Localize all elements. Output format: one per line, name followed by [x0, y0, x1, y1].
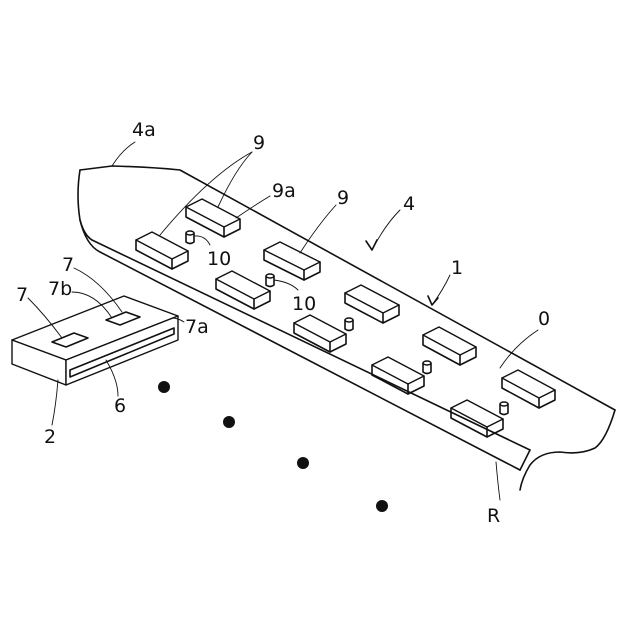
pocket	[345, 285, 399, 323]
pocket	[186, 199, 240, 237]
pin	[186, 231, 194, 244]
label-9a: 9a	[272, 180, 296, 202]
pocket	[502, 370, 555, 408]
leader-R	[496, 462, 500, 500]
leader-9a	[236, 196, 270, 218]
holder	[12, 296, 178, 385]
pin	[345, 318, 353, 331]
leader-9-a	[218, 152, 252, 207]
arrow-4	[372, 210, 400, 250]
plate-left-end	[78, 170, 92, 240]
label-10-mid: 10	[292, 293, 316, 315]
ellipsis-dots	[158, 381, 388, 512]
pin	[500, 402, 508, 415]
dot	[223, 416, 235, 428]
label-4: 4	[403, 193, 415, 215]
label-7-left: 7	[16, 284, 28, 306]
pocket	[136, 232, 188, 269]
arrow-1	[432, 275, 450, 305]
label-4a: 4a	[132, 119, 156, 141]
dot	[158, 381, 170, 393]
label-7-top: 7	[62, 254, 74, 276]
pin	[266, 274, 274, 287]
pocket	[423, 327, 476, 365]
pin	[423, 361, 431, 374]
label-1: 1	[451, 257, 463, 279]
label-R: R	[487, 505, 500, 527]
pocket	[372, 357, 424, 394]
dot	[376, 500, 388, 512]
label-6: 6	[114, 395, 126, 417]
dot	[297, 457, 309, 469]
label-9-mid: 9	[337, 187, 349, 209]
pocket	[451, 400, 503, 437]
leader-10-mid	[274, 280, 298, 290]
label-2: 2	[44, 426, 56, 448]
leader-4a	[112, 142, 135, 166]
pocket	[294, 315, 346, 352]
leader-9-b	[160, 152, 252, 235]
arrow-4-head	[366, 240, 377, 250]
label-7a: 7a	[185, 316, 209, 338]
label-7b: 7b	[48, 278, 72, 300]
plate-right-break	[520, 410, 615, 490]
leader-2	[52, 380, 58, 425]
label-0: 0	[538, 308, 550, 330]
label-10-left: 10	[207, 248, 231, 270]
arrow-1-head	[428, 296, 438, 305]
label-9-top: 9	[253, 132, 265, 154]
leader-10-left	[194, 236, 210, 245]
